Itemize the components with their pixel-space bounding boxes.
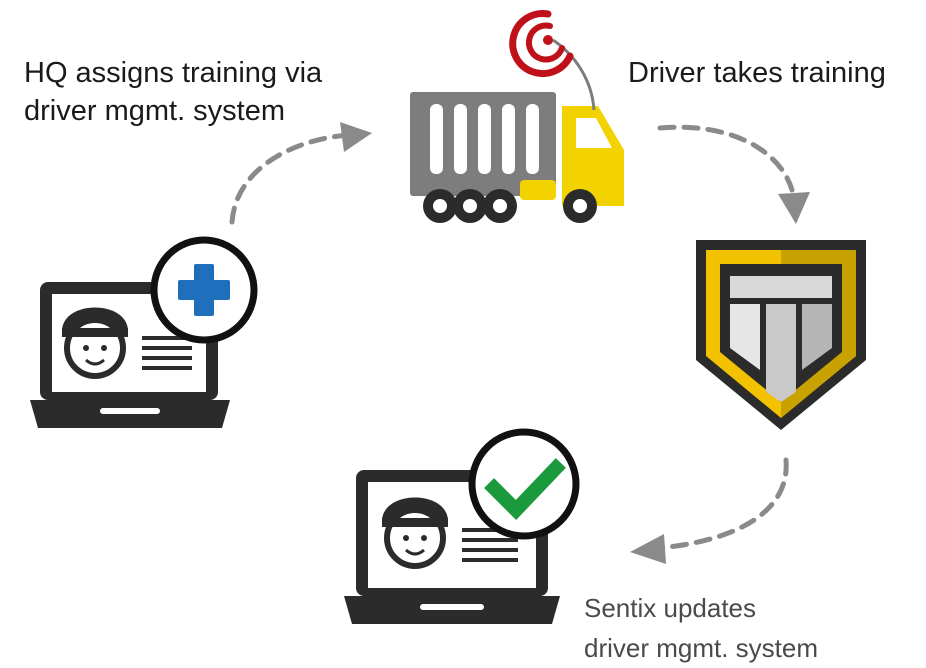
truck-icon	[410, 38, 624, 223]
plus-icon	[150, 236, 258, 344]
checkmark-icon	[468, 428, 580, 540]
arrow-to-truck	[229, 122, 372, 225]
assign-caption: HQ assigns training via driver mgmt. sys…	[24, 54, 322, 130]
update-caption-line-1: Sentix updates	[584, 593, 757, 623]
signal-icon	[509, 10, 574, 77]
update-caption-line-2: driver mgmt. system	[584, 633, 819, 663]
update-caption: Sentix updates driver mgmt. system	[584, 588, 818, 668]
take-caption-line-1: Driver takes training	[628, 57, 886, 89]
shield-logo-icon	[696, 240, 866, 430]
take-caption: Driver takes training	[628, 54, 886, 92]
assign-caption-line-1: HQ assigns training via	[24, 57, 323, 89]
arrow-to-bottom-laptop	[630, 457, 789, 564]
arrow-to-shield	[657, 124, 810, 224]
assign-caption-line-2: driver mgmt. system	[24, 95, 286, 127]
